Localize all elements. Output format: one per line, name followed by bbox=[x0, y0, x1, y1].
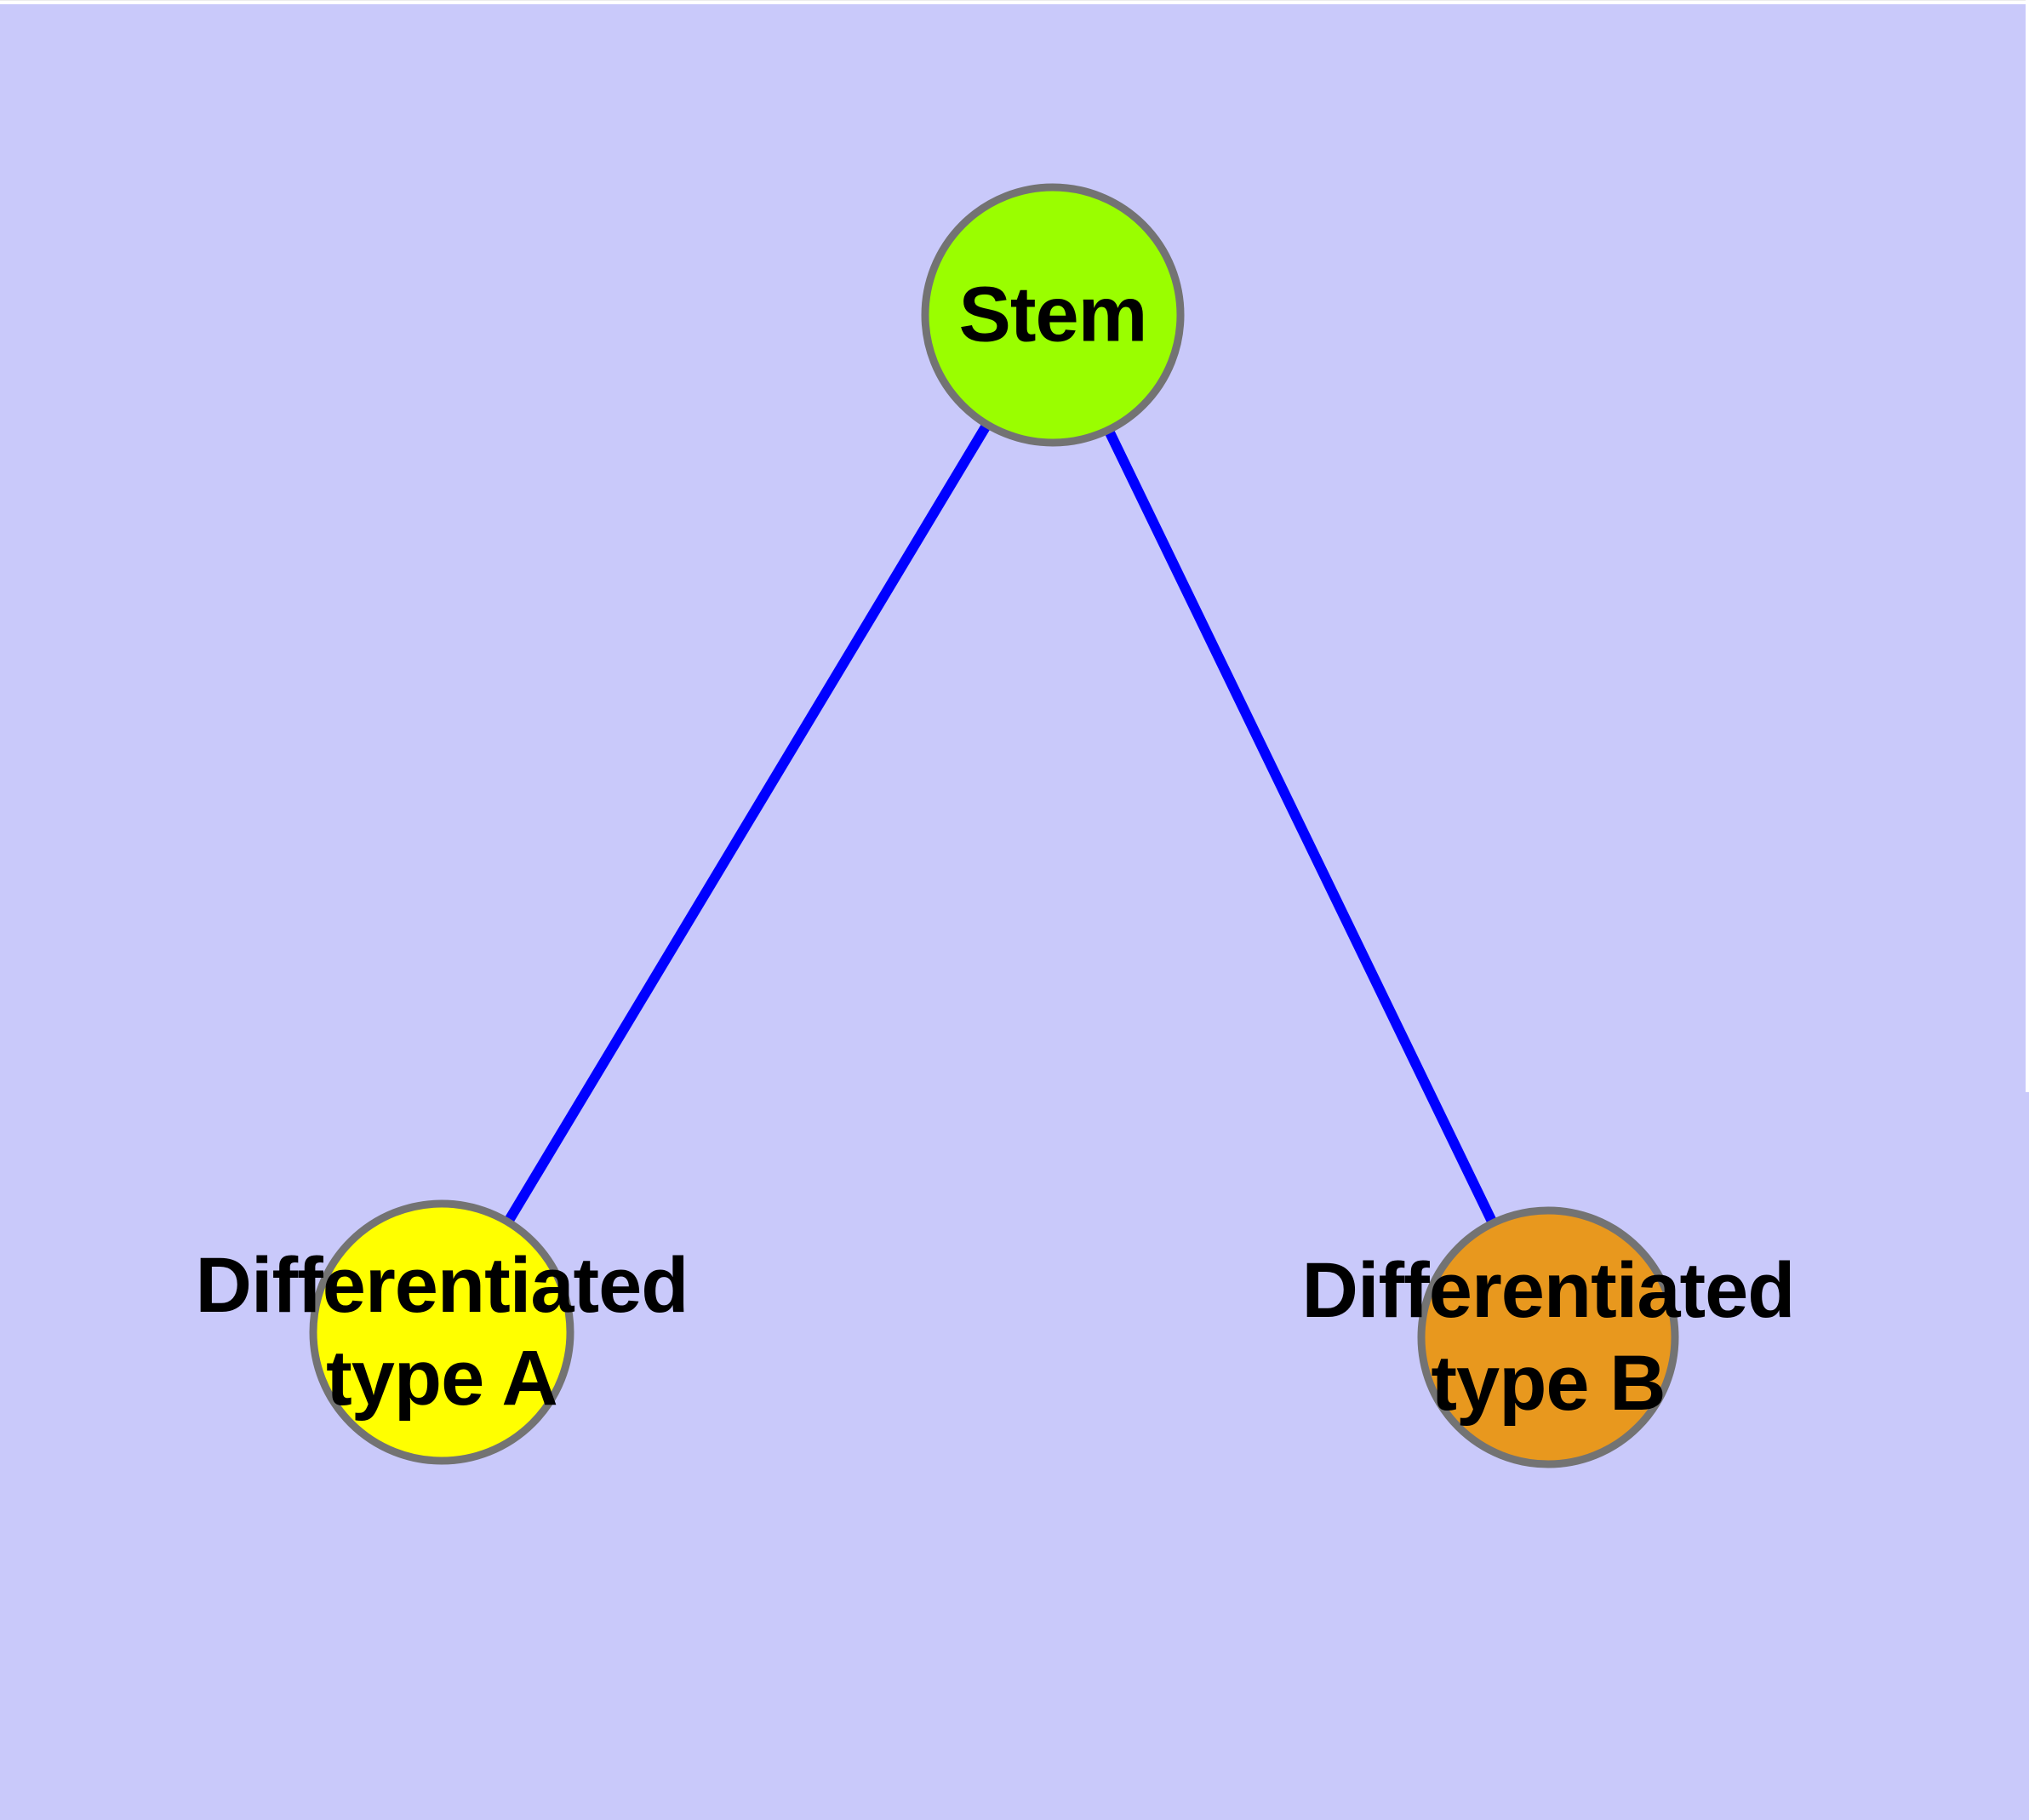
top-margin-strip bbox=[0, 0, 2029, 4]
edge-stem-to-type-b bbox=[1048, 312, 1553, 1340]
node-differentiated-type-a-circle[interactable] bbox=[309, 1199, 574, 1465]
node-differentiated-type-b-circle[interactable] bbox=[1417, 1206, 1679, 1468]
node-stem-circle[interactable] bbox=[921, 183, 1185, 447]
edge-stem-to-type-a bbox=[437, 312, 1058, 1336]
right-margin-strip bbox=[2026, 0, 2029, 1092]
